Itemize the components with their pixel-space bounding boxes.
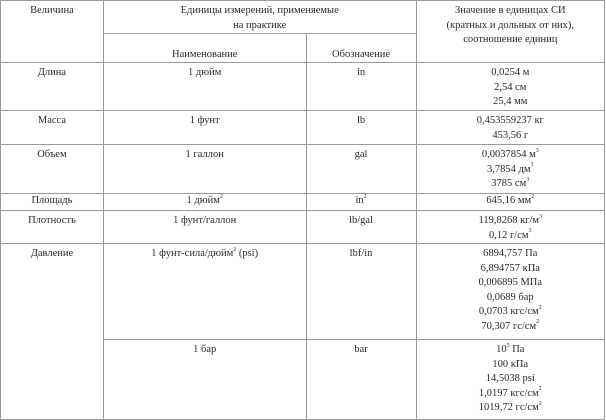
unit-cell: 1 фунт-сила/дюйм2 (psi) [102, 243, 307, 340]
unit-cell: 1 бар [102, 339, 307, 420]
table-row: Длина 1 дюйм in 0,0254 м 2,54 см 25,4 мм [0, 62, 606, 111]
unit-cell: 1 галлон [102, 144, 307, 194]
symbol-cell: in [305, 62, 417, 111]
symbol-cell: in2 [305, 193, 417, 211]
quantity-cell: Плотность [0, 210, 104, 244]
si-value-cell: 6894,757 Па 6,894757 кПа 0,006895 МПа 0,… [415, 243, 606, 340]
unit-cell: 1 дюйм [102, 62, 307, 111]
header-symbol: Обозначение [305, 33, 417, 63]
header-subrow: Наименование Обозначение [1, 33, 605, 63]
symbol-cell: gal [305, 144, 417, 194]
table-row: Плотность 1 фунт/галлон lb/gal 119,8268 … [0, 210, 606, 244]
unit-cell: 1 фунт [102, 110, 307, 145]
unit-cell: 1 дюйм2 [102, 193, 307, 211]
symbol-cell: lb [305, 110, 417, 145]
si-value-cell: 0,0254 м 2,54 см 25,4 мм [415, 62, 606, 111]
quantity-cell: Масса [0, 110, 104, 145]
table-row: Площадь 1 дюйм2 in2 645,16 мм2 [0, 193, 606, 211]
table-row: Давление 1 фунт-сила/дюйм2 (psi) lbf/in … [0, 243, 606, 420]
table-row: Масса 1 фунт lb 0,453559237 кг 453,56 г [0, 110, 606, 145]
si-value-cell: 645,16 мм2 [415, 193, 606, 211]
table-row: Объем 1 галлон gal 0,0037854 м3 3,7854 д… [0, 144, 606, 194]
header-name: Наименование [102, 33, 307, 63]
unit-cell: 1 фунт/галлон [102, 210, 307, 244]
quantity-cell: Длина [0, 62, 104, 111]
si-value-cell: 0,0037854 м3 3,7854 дм3 3785 см3 [415, 144, 606, 194]
symbol-cell: lb/gal [305, 210, 417, 244]
header-row: Величина Единицы измерений, применяемые … [0, 0, 606, 63]
header-quantity: Величина [0, 0, 104, 63]
quantity-cell: Объем [0, 144, 104, 194]
quantity-cell: Площадь [0, 193, 104, 211]
si-value-cell: 0,453559237 кг 453,56 г [415, 110, 606, 145]
header-practical-units: Единицы измерений, применяемые на практи… [102, 0, 417, 34]
quantity-cell: Давление [0, 243, 104, 420]
si-value-cell: 105 Па 100 кПа 14,5038 psi 1,0197 кгс/см… [415, 339, 606, 420]
symbol-cell: bar [305, 339, 417, 420]
header-si-value: Значение в единицах СИ (кратных и дольны… [415, 0, 606, 63]
symbol-cell: lbf/in [305, 243, 417, 340]
si-value-cell: 119,8268 кг/м3 0,12 г/см3 [415, 210, 606, 244]
